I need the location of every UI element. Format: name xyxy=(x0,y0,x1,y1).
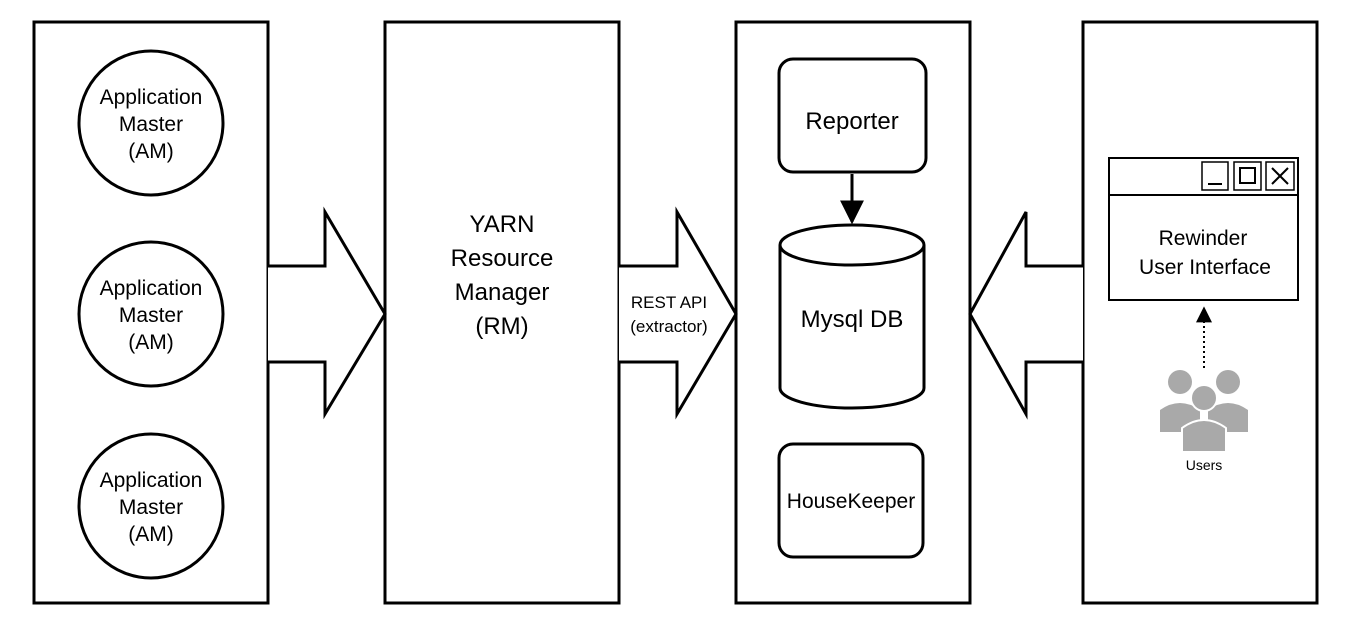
users-icon xyxy=(1160,370,1248,453)
maximize-icon xyxy=(1233,161,1262,191)
am-label-line3: (AM) xyxy=(128,140,174,163)
minimize-icon xyxy=(1201,161,1229,191)
am-label-line2: Master xyxy=(119,113,183,136)
rest-api-line1: REST API xyxy=(631,293,707,312)
close-icon xyxy=(1265,161,1295,191)
rm-label-line2: Resource xyxy=(451,245,554,272)
housekeeper-label: HouseKeeper xyxy=(787,490,915,513)
am-label-line1: Application xyxy=(100,277,203,300)
housekeeper-box: HouseKeeper xyxy=(777,442,925,559)
reporter-box: Reporter xyxy=(777,57,928,174)
rm-label-line4: (RM) xyxy=(475,313,528,340)
resource-manager-label: YARN Resource Manager (RM) xyxy=(451,211,554,340)
users-label: Users xyxy=(1186,457,1223,473)
rm-to-db-arrow xyxy=(619,206,738,420)
application-master-1: Application Master (AM) xyxy=(77,49,225,197)
application-master-3: Application Master (AM) xyxy=(77,432,225,580)
am-label-line1: Application xyxy=(100,86,203,109)
rewinder-label-line2: User Interface xyxy=(1139,256,1271,279)
am-label-line3: (AM) xyxy=(128,331,174,354)
rewinder-ui-window: Rewinder User Interface xyxy=(1108,157,1299,301)
am-to-rm-arrow xyxy=(268,206,387,420)
application-master-2: Application Master (AM) xyxy=(77,240,225,388)
rest-api-line2: (extractor) xyxy=(630,317,707,336)
rm-panel xyxy=(383,20,621,605)
rest-api-label: REST API (extractor) xyxy=(630,293,707,336)
ui-panel xyxy=(1081,20,1319,605)
mysql-db-cylinder: Mysql DB xyxy=(778,223,926,410)
reporter-label: Reporter xyxy=(805,108,898,135)
am-label-line2: Master xyxy=(119,496,183,519)
rm-label-line1: YARN xyxy=(470,211,535,238)
rm-label-line3: Manager xyxy=(455,279,550,306)
rewinder-label-line1: Rewinder xyxy=(1159,227,1248,250)
am-label-line2: Master xyxy=(119,304,183,327)
am-label-line1: Application xyxy=(100,469,203,492)
am-label-line3: (AM) xyxy=(128,523,174,546)
ui-to-db-arrow xyxy=(968,211,1083,420)
mysql-db-label: Mysql DB xyxy=(801,306,904,333)
